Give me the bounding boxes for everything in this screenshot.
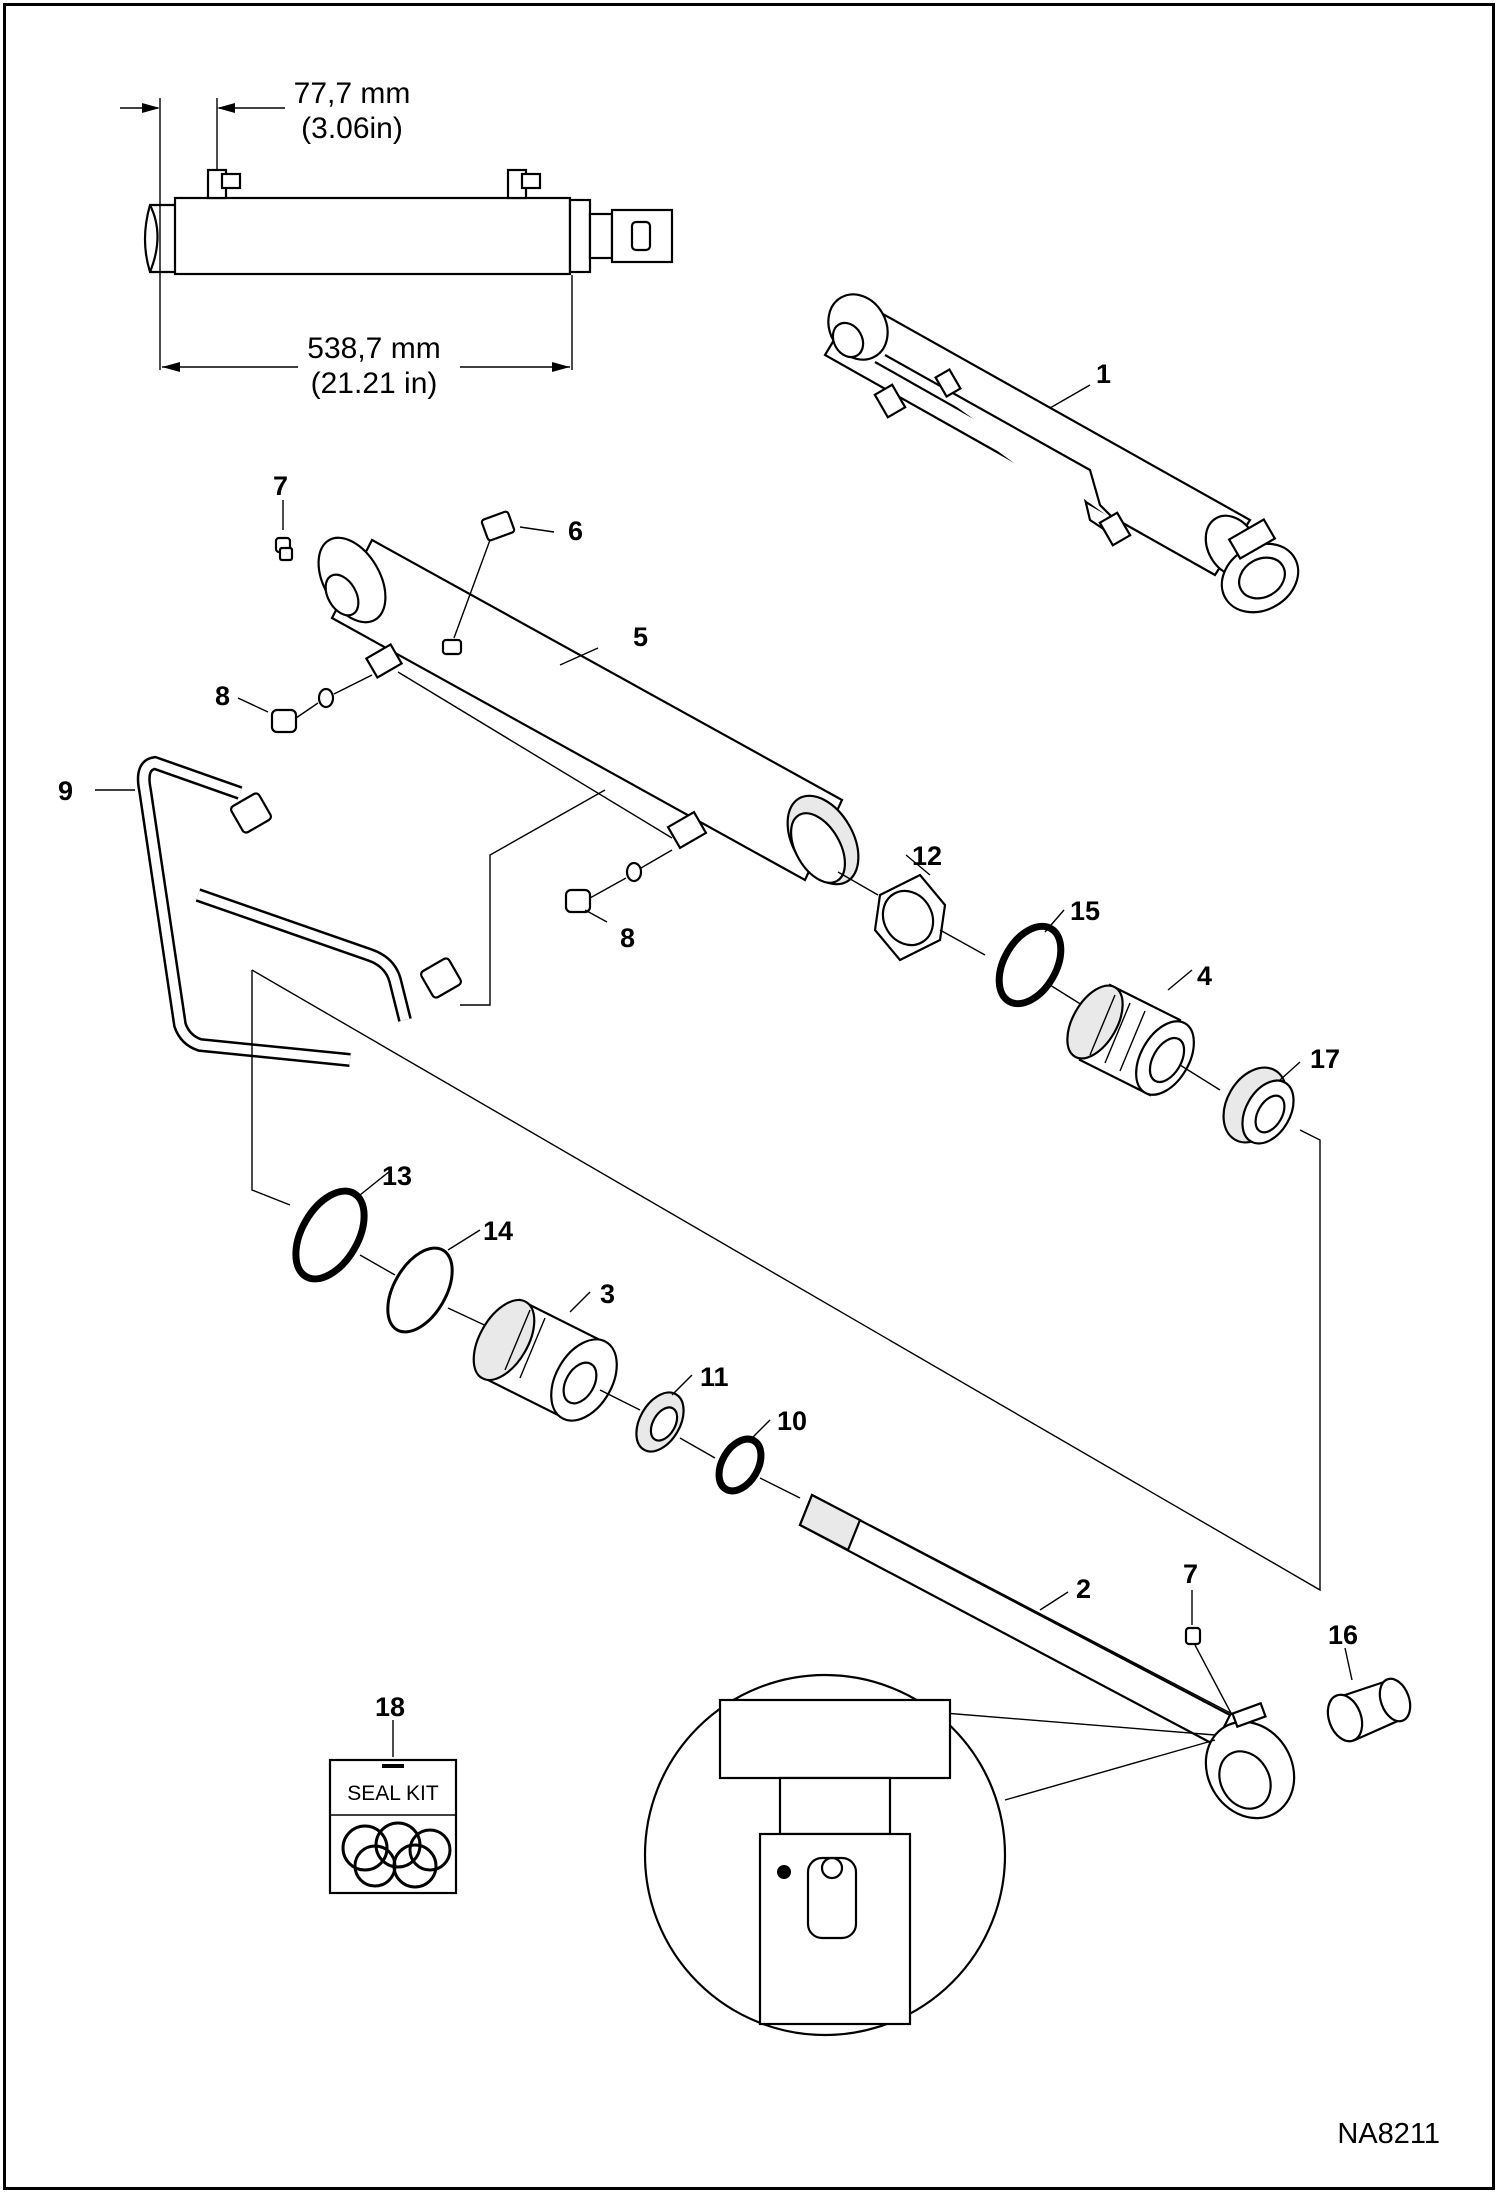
detail-inset (643, 1673, 1216, 2037)
callout-10: 10 (777, 1406, 807, 1436)
length-mm-label: 538,7 mm (307, 332, 440, 365)
callout-6: 6 (568, 516, 583, 546)
callout-5: 5 (633, 622, 648, 652)
part-17-bushing (1222, 1066, 1295, 1145)
callout-8-top: 8 (215, 681, 230, 711)
callout-18: 18 (375, 1692, 405, 1722)
leader-tube-to-barrel (460, 789, 606, 1006)
callout-1: 1 (1096, 359, 1111, 389)
part-7-grease-fitting-top (274, 536, 294, 562)
part-14-ring (386, 1246, 496, 1334)
callout-11: 11 (700, 1362, 729, 1392)
part-15-seal (995, 922, 1091, 1011)
top-offset-in-label: (3.06in) (301, 112, 403, 145)
length-in-label: (21.21 in) (311, 367, 438, 400)
part-1-cylinder-assembly (823, 293, 1300, 614)
part-8-plug-bottom (564, 849, 673, 914)
callout-4: 4 (1197, 961, 1212, 991)
part-4-piston (1066, 983, 1221, 1097)
callout-7-top: 7 (273, 471, 288, 501)
dimension-view-cylinder: 77,7 mm (3.06in) 538,7 mm (21.21 in) (120, 77, 674, 400)
callout-15: 15 (1070, 896, 1100, 926)
part-9-tube (136, 755, 462, 1067)
leader-loop-left (251, 970, 291, 1206)
callout-9: 9 (58, 776, 73, 806)
part-12-nut (837, 871, 986, 962)
seal-kit-label: SEAL KIT (347, 1782, 439, 1805)
part-18-seal-kit: SEAL KIT (328, 1720, 458, 1895)
callout-7-bottom: 7 (1183, 1559, 1198, 1589)
part-8-plug-top (270, 674, 373, 734)
figure-code: NA8211 (1337, 2118, 1440, 2150)
callout-16: 16 (1328, 1620, 1358, 1650)
part-6-plug (441, 510, 516, 656)
part-7-grease-fitting-bottom (1184, 1626, 1233, 1716)
part-11-wiper (635, 1391, 716, 1459)
callout-leaders (95, 384, 1353, 1681)
part-3-gland (472, 1298, 641, 1422)
callout-8-bottom: 8 (620, 923, 635, 953)
callout-17: 17 (1310, 1044, 1340, 1074)
part-2-rod (798, 1493, 1296, 1820)
top-offset-mm-label: 77,7 mm (294, 77, 411, 110)
callout-14: 14 (483, 1216, 513, 1246)
callout-12: 12 (912, 841, 942, 871)
callout-3: 3 (600, 1279, 615, 1309)
part-16-bushing (1326, 1677, 1412, 1743)
leader-loop-right (251, 969, 1321, 1592)
part-10-rod-seal (715, 1435, 801, 1499)
callout-13: 13 (382, 1161, 412, 1191)
callout-2: 2 (1076, 1574, 1091, 1604)
part-5-barrel (317, 536, 860, 886)
part-13-ring (292, 1187, 396, 1283)
